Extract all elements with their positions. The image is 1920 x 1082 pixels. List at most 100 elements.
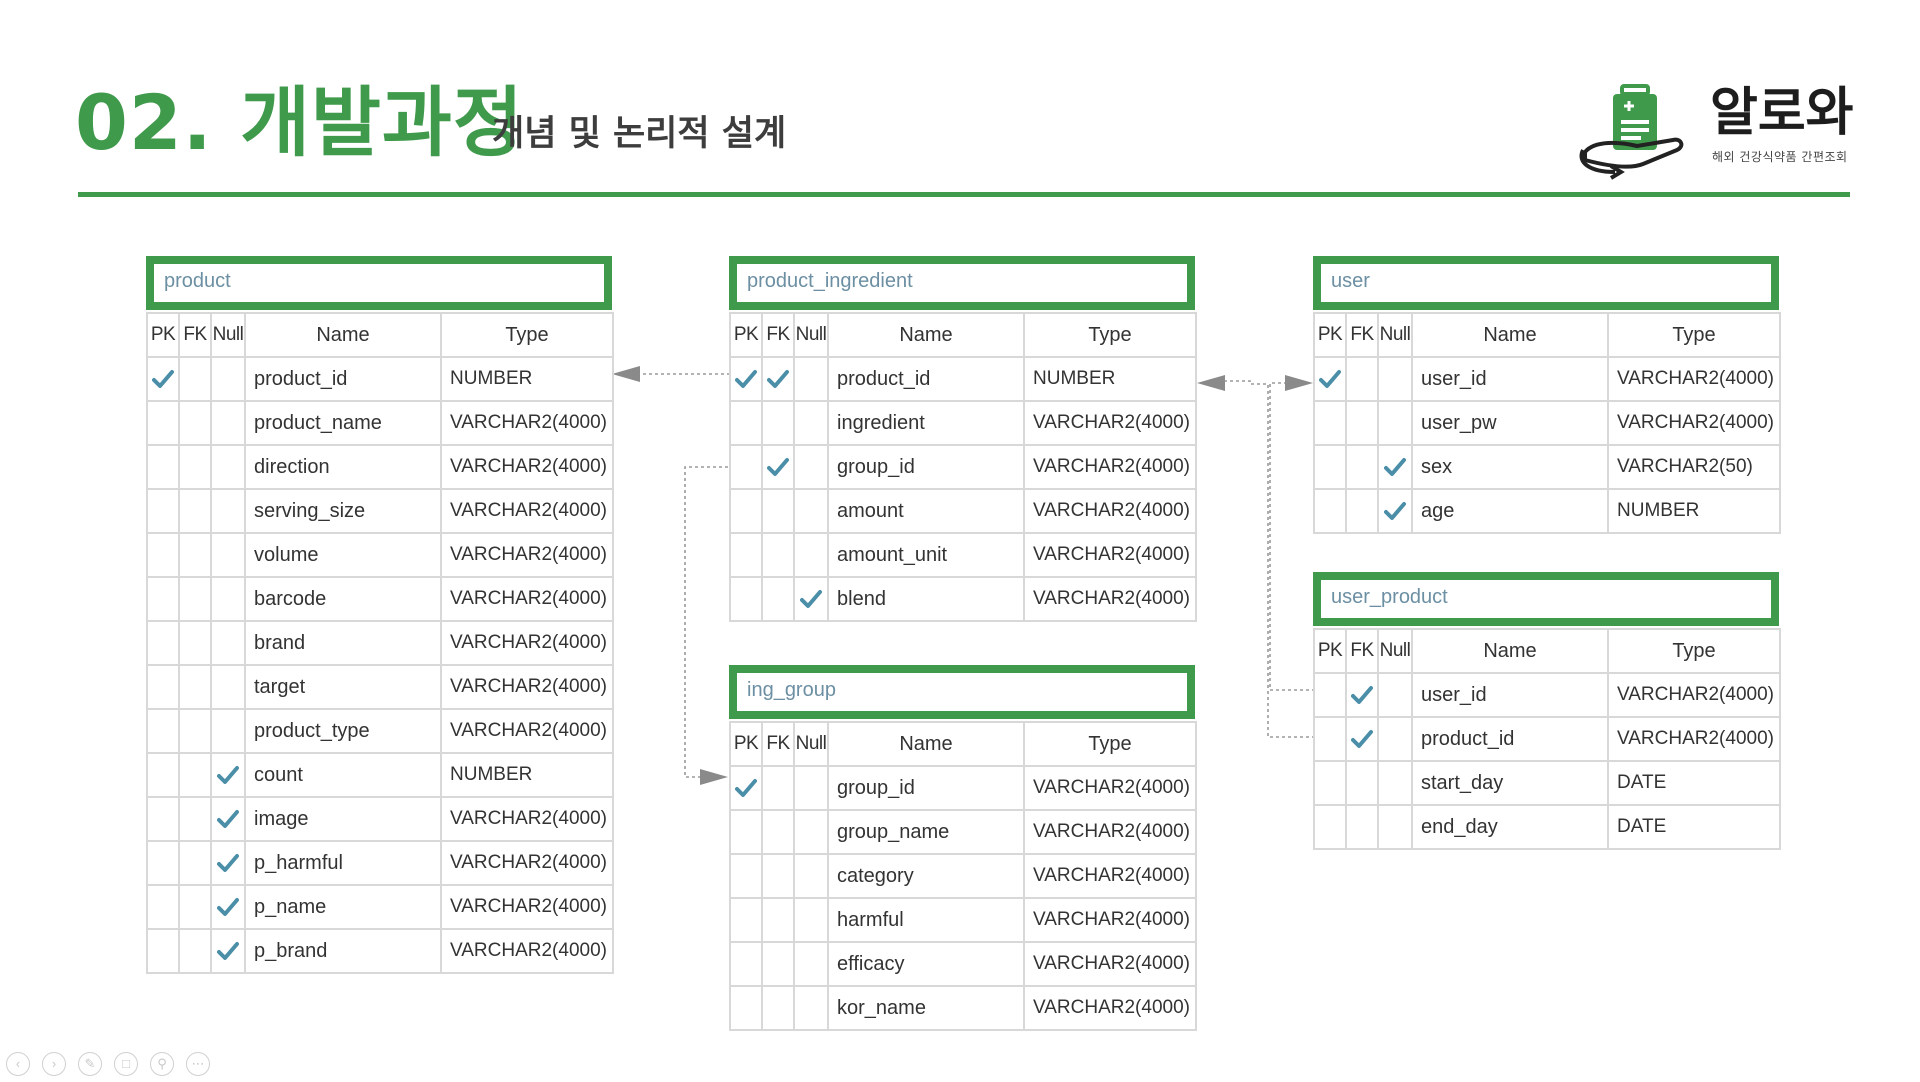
column-type: VARCHAR2(4000) (1023, 853, 1197, 899)
prev-icon[interactable]: ‹ (6, 1052, 30, 1076)
pk-cell (146, 664, 180, 710)
more-icon[interactable]: ⋯ (186, 1052, 210, 1076)
type-header: Type (1023, 312, 1197, 358)
column-type: VARCHAR2(4000) (1607, 672, 1781, 718)
check-icon (1351, 730, 1373, 749)
pk-cell (146, 840, 180, 886)
column-name: amount (827, 488, 1025, 534)
column-name: group_id (827, 765, 1025, 811)
next-icon[interactable]: › (42, 1052, 66, 1076)
column-type: VARCHAR2(4000) (440, 884, 614, 930)
slide-title: 02. 개발과정 (75, 78, 524, 167)
fk-cell (1345, 804, 1379, 850)
fk-cell (178, 796, 212, 842)
column-type: VARCHAR2(4000) (1023, 576, 1197, 622)
column-type: VARCHAR2(4000) (440, 620, 614, 666)
null-cell (210, 400, 246, 446)
fk-cell (1345, 356, 1379, 402)
name-header: Name (1411, 628, 1609, 674)
slide-header: 02. 개발과정 개념 및 논리적 설계 알로와 해외 건강식약품 간편조회 (0, 0, 1920, 200)
null-cell (1377, 716, 1413, 762)
fk-cell (178, 840, 212, 886)
pen-icon[interactable]: ✎ (78, 1052, 102, 1076)
entity-title[interactable]: product_ingredient (729, 256, 1195, 310)
slides-icon[interactable]: □ (114, 1052, 138, 1076)
null-header: Null (793, 312, 829, 358)
column-type: VARCHAR2(4000) (1023, 488, 1197, 534)
entity-title[interactable]: product (146, 256, 612, 310)
pk-cell (729, 444, 763, 490)
entity-title[interactable]: ing_group (729, 665, 1195, 719)
fk-cell (178, 488, 212, 534)
entity-title[interactable]: user (1313, 256, 1779, 310)
zoom-icon[interactable]: ⚲ (150, 1052, 174, 1076)
null-cell (210, 488, 246, 534)
pk-header: PK (1313, 628, 1347, 674)
fk-header: FK (761, 721, 795, 767)
fk-cell (178, 884, 212, 930)
column-type: DATE (1607, 804, 1781, 850)
pk-cell (146, 796, 180, 842)
null-cell (793, 985, 829, 1031)
pk-cell (729, 400, 763, 446)
column-name: sex (1411, 444, 1609, 490)
pk-cell (146, 356, 180, 402)
column-name: blend (827, 576, 1025, 622)
pk-cell (729, 765, 763, 811)
entity-title[interactable]: user_product (1313, 572, 1779, 626)
fk-cell (178, 444, 212, 490)
name-header: Name (827, 312, 1025, 358)
fk-cell (178, 356, 212, 402)
column-name: harmful (827, 897, 1025, 943)
fk-cell (761, 576, 795, 622)
column-type: VARCHAR2(4000) (1023, 444, 1197, 490)
column-name: user_pw (1411, 400, 1609, 446)
pk-cell (729, 576, 763, 622)
null-cell (793, 853, 829, 899)
null-cell (793, 444, 829, 490)
null-cell (793, 897, 829, 943)
